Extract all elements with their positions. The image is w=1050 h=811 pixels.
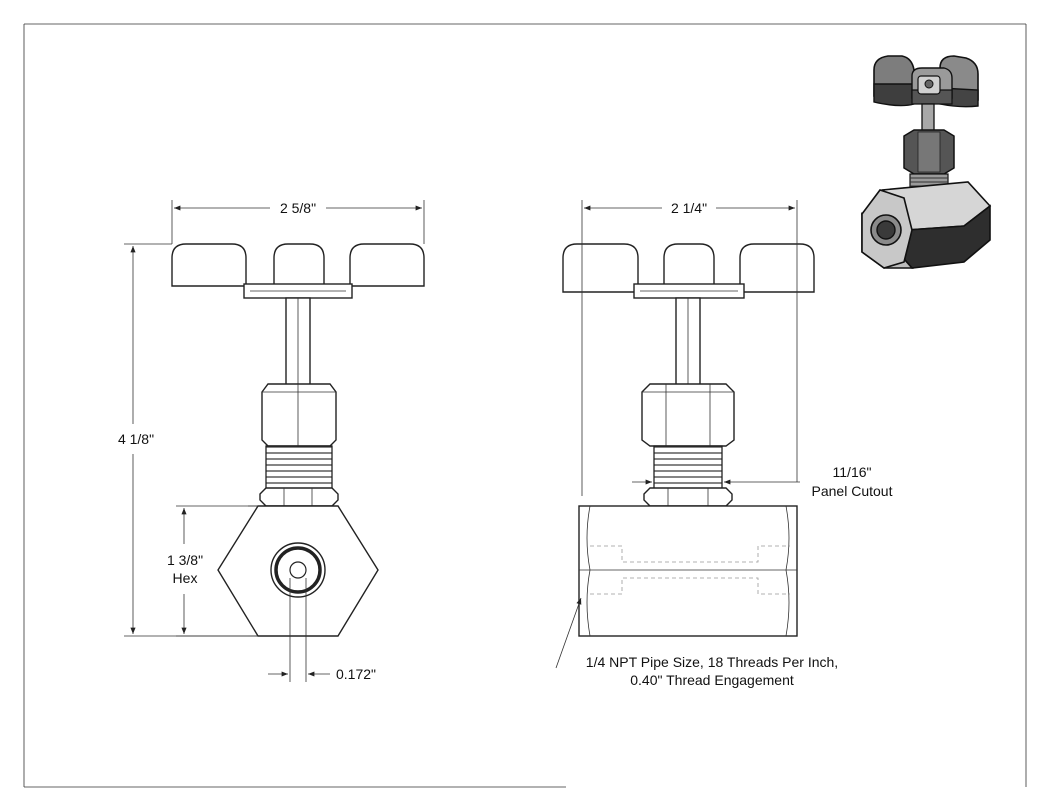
side-panel-nut: [643, 487, 733, 507]
orifice-dimension: 0.172": [268, 578, 376, 682]
thread-note: 1/4 NPT Pipe Size, 18 Threads Per Inch, …: [555, 597, 838, 688]
front-width-dimension: 2 5/8": [171, 200, 425, 244]
front-port: [270, 542, 326, 598]
thread-note-line1: 1/4 NPT Pipe Size, 18 Threads Per Inch,: [586, 654, 838, 670]
iso-body: [860, 181, 992, 269]
side-view: 2 1/4" 11/16" Panel Cutout 1/4 NPT Pipe …: [555, 200, 893, 688]
front-bonnet-threads: [265, 445, 333, 491]
front-height-label: 4 1/8": [118, 431, 154, 447]
panel-cutout-label: Panel Cutout: [812, 483, 893, 499]
front-hex-dimension: 1 3/8" Hex: [167, 505, 258, 637]
front-view: 2 5/8" 4 1/8" 1 3/8" Hex 0.172": [118, 200, 425, 682]
thread-note-line2: 0.40" Thread Engagement: [630, 672, 794, 688]
hex-size-label: 1 3/8": [167, 552, 203, 568]
panel-cutout-callout: 11/16" Panel Cutout: [632, 464, 893, 499]
sheet-border: [23, 23, 1027, 788]
side-handle: [562, 243, 815, 299]
side-packing-nut: [641, 383, 735, 447]
orifice-label: 0.172": [336, 666, 376, 682]
iso-handle: [873, 55, 979, 108]
isometric-render: [860, 55, 992, 269]
side-body: [578, 505, 798, 637]
front-handle: [171, 243, 425, 299]
front-packing-nut: [261, 383, 337, 447]
side-width-dimension: 2 1/4": [581, 200, 798, 496]
side-bonnet-threads: [653, 445, 723, 491]
hex-label: Hex: [173, 570, 198, 586]
side-width-label: 2 1/4": [671, 200, 707, 216]
front-width-label: 2 5/8": [280, 200, 316, 216]
iso-packing-nut: [903, 129, 955, 175]
panel-cutout-size: 11/16": [833, 464, 872, 480]
front-panel-nut: [259, 487, 339, 507]
